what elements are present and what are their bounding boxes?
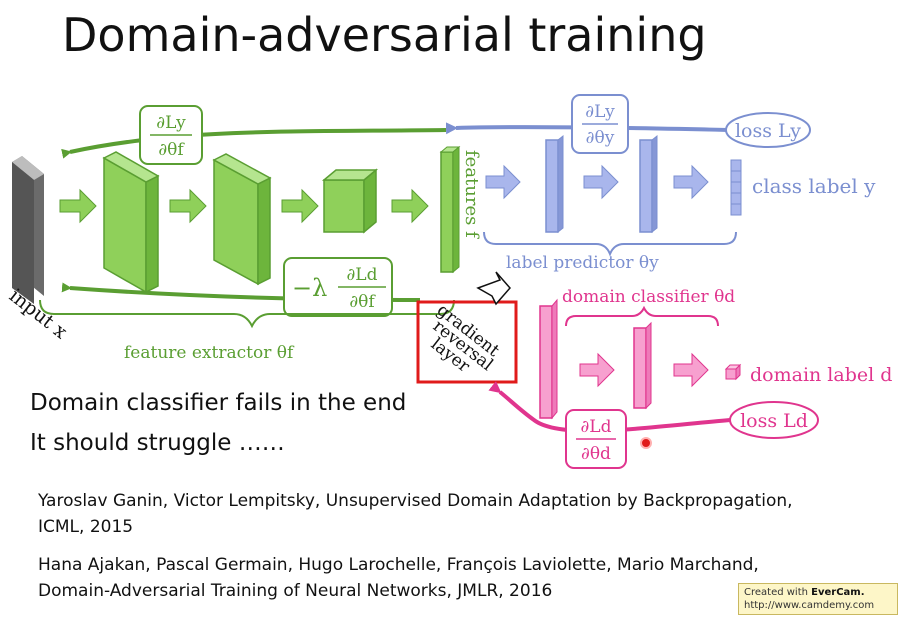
reference-2-line-1: Hana Ajakan, Pascal Germain, Hugo Laroch… [38, 555, 759, 575]
gradient-reversal-box [416, 300, 518, 384]
loss-y-label: loss Ly [735, 120, 801, 142]
grad-y-num: ∂Ly [585, 102, 615, 122]
forward-arrow [579, 352, 615, 388]
features-vector [439, 145, 461, 274]
features-label: features f [461, 150, 482, 239]
watermark-brand: EverCam. [811, 587, 865, 598]
grad-rev-minus: −λ [292, 274, 327, 302]
grad-f-den: ∂θf [158, 140, 185, 160]
grad-rev-num: ∂Ld [347, 265, 378, 285]
note-line-1: Domain classifier fails in the end [30, 390, 407, 416]
cursor-arrow-icon [476, 271, 511, 306]
feature-extractor-label: feature extractor θf [124, 343, 295, 363]
domain-label-cube [724, 363, 742, 381]
domain-classifier-layer-2 [633, 321, 652, 410]
loss-y-node [725, 112, 811, 148]
domain-label: domain label d [750, 364, 892, 386]
grad-d-den: ∂θd [581, 444, 611, 464]
class-label: class label y [752, 174, 876, 198]
feature-extractor-brace [39, 299, 455, 329]
feature-block-2 [212, 153, 272, 286]
forward-arrow [673, 164, 709, 200]
forward-arrow [673, 352, 709, 388]
label-predictor-label: label predictor θy [506, 253, 659, 273]
domain-classifier-brace [565, 305, 719, 327]
watermark-prefix: Created with [744, 587, 812, 598]
grad-y-den: ∂θy [586, 128, 615, 148]
feature-block-1 [102, 151, 160, 294]
loss-d-label: loss Ld [740, 410, 808, 432]
slide-title: Domain-adversarial training [62, 8, 707, 62]
reference-2-line-2: Domain-Adversarial Training of Neural Ne… [38, 581, 553, 601]
feature-block-3 [321, 168, 379, 234]
reference-1-line-2: ICML, 2015 [38, 517, 134, 537]
forward-arrow [485, 164, 521, 200]
loss-d-node [729, 401, 819, 439]
pointer-dot [640, 437, 652, 449]
label-predictor-brace [483, 231, 737, 257]
forward-arrow [169, 188, 207, 224]
domain-adversarial-diagram: input x features f [5, 94, 892, 469]
label-predictor-layer-1 [545, 134, 564, 234]
feature-backprop-arrow-top [61, 128, 447, 159]
forward-arrow [583, 164, 619, 200]
reference-1-line-1: Yaroslav Ganin, Victor Lempitsky, Unsupe… [38, 491, 793, 511]
forward-arrow [391, 188, 429, 224]
domain-classifier-label: domain classifier θd [562, 287, 735, 307]
class-label-vector [730, 159, 742, 216]
forward-arrow [281, 188, 319, 224]
watermark-url: http://www.camdemy.com [744, 600, 875, 611]
reference-2: Hana Ajakan, Pascal Germain, Hugo Laroch… [38, 552, 759, 604]
grad-rev-den: ∂θf [349, 292, 376, 312]
domain-classifier-layer-1 [539, 298, 558, 420]
label-predictor-layer-2 [639, 134, 658, 234]
grad-d-num: ∂Ld [581, 417, 612, 437]
reference-1: Yaroslav Ganin, Victor Lempitsky, Unsupe… [38, 488, 793, 540]
forward-arrow [59, 188, 97, 224]
evercam-watermark: Created with EverCam. http://www.camdemy… [738, 583, 898, 615]
loss-d-backprop-arrow [488, 381, 731, 433]
grad-f-num: ∂Ly [156, 113, 186, 133]
note-line-2: It should struggle …… [30, 430, 285, 456]
input-slab [12, 156, 44, 304]
